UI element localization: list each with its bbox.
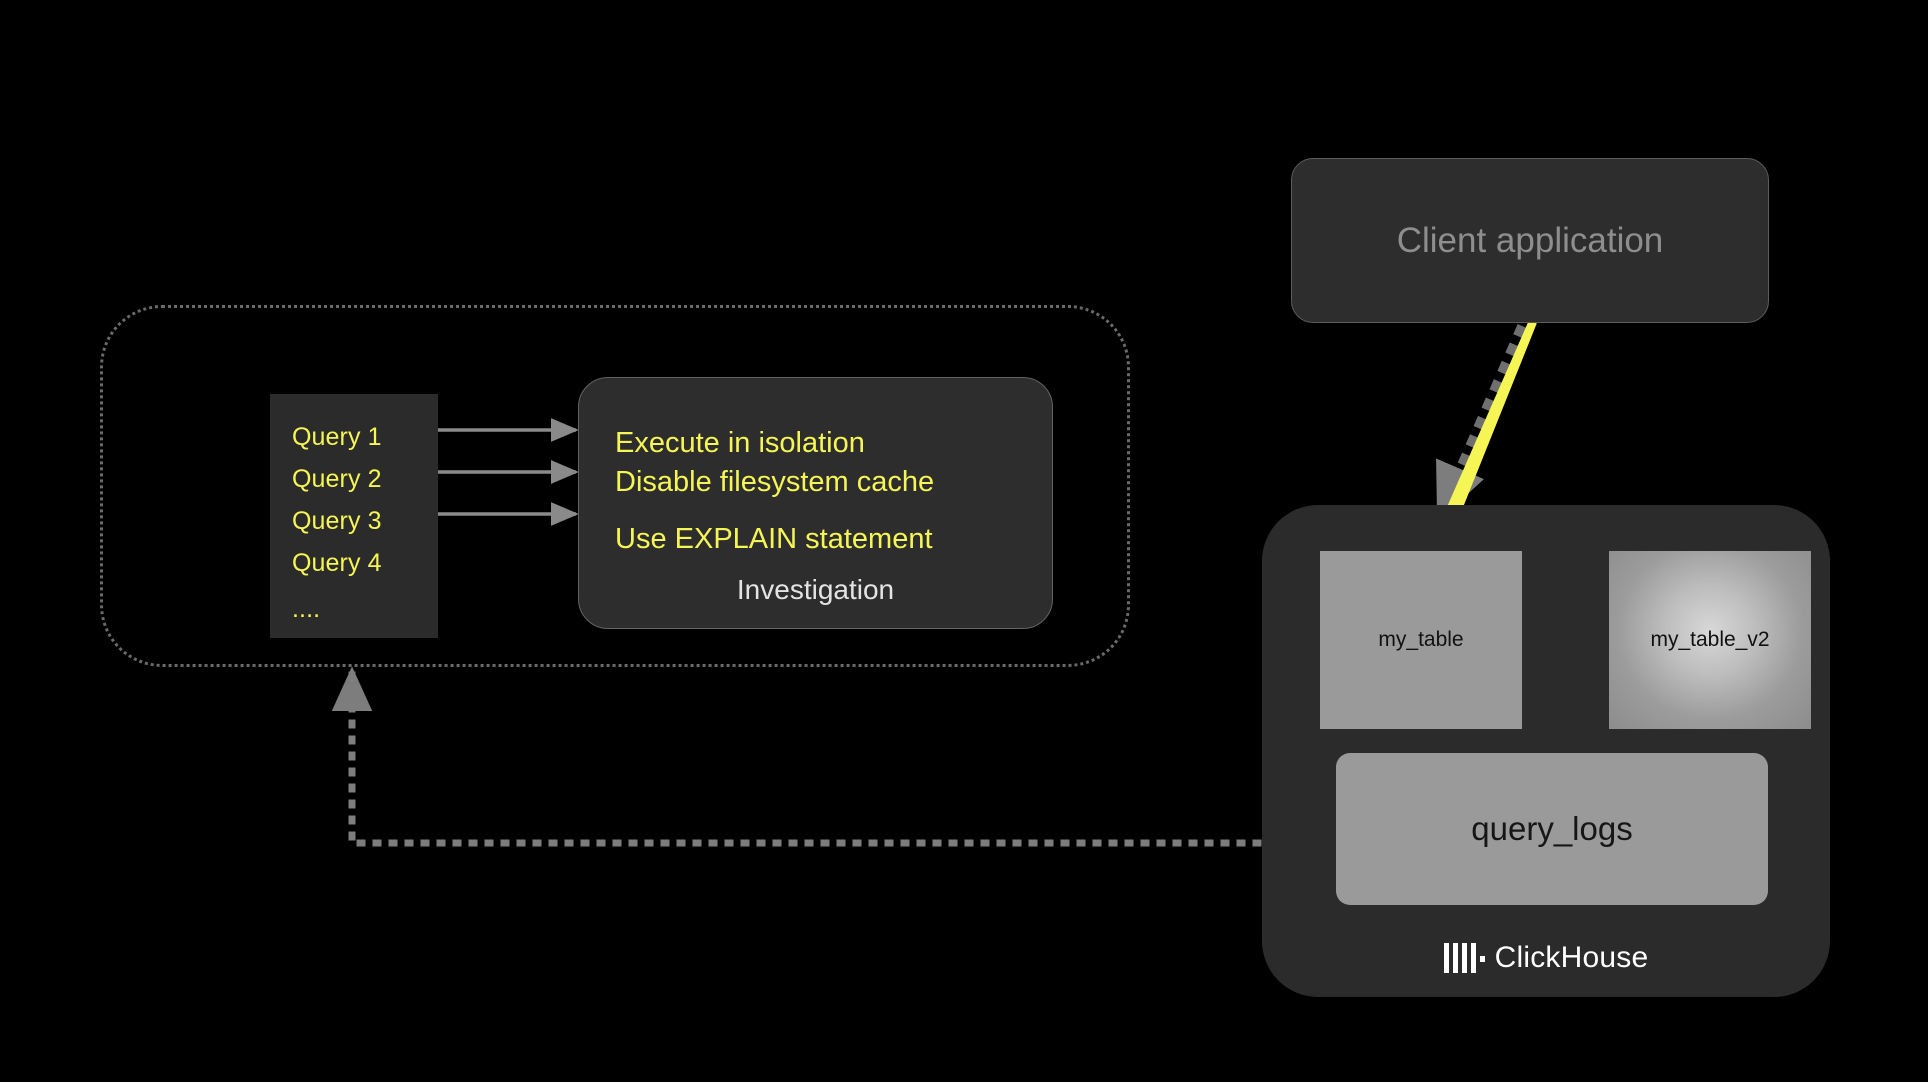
investigation-card: Execute in isolation Disable filesystem … xyxy=(578,377,1053,629)
query-list-item-1[interactable]: Query 1 xyxy=(292,423,382,451)
client-application-box: Client application xyxy=(1291,158,1769,323)
investigation-tip-2: Disable filesystem cache xyxy=(615,466,935,498)
table-my-table-v2[interactable]: my_table_v2 xyxy=(1609,551,1811,729)
table-my-table-v2-label: my_table_v2 xyxy=(1650,628,1770,651)
query-list-item-2[interactable]: Query 2 xyxy=(292,465,382,493)
query-logs-label: query_logs xyxy=(1471,810,1633,847)
query-list[interactable]: Query 1 Query 2 Query 3 Query 4 .... xyxy=(270,394,438,638)
query-logs-box[interactable]: query_logs xyxy=(1336,753,1768,905)
client-to-my-table-v2-shaft xyxy=(1439,319,1537,528)
clickhouse-panel: my_table my_table_v2 query_logs ClickHou… xyxy=(1262,505,1830,997)
connector-client-to-my-table xyxy=(1434,324,1526,522)
table-my-table-label: my_table xyxy=(1378,628,1464,651)
query-list-item-4[interactable]: Query 4 xyxy=(292,549,382,577)
clickhouse-brand-label: ClickHouse xyxy=(1494,941,1649,974)
clickhouse-logo: ClickHouse xyxy=(1262,941,1830,975)
investigation-tips: Execute in isolation Disable filesystem … xyxy=(615,424,1035,559)
investigation-tip-3: Use EXPLAIN statement xyxy=(615,523,933,555)
investigation-region xyxy=(100,305,1130,667)
query-list-item-ellipsis: .... xyxy=(292,595,321,623)
query-list-item-3[interactable]: Query 3 xyxy=(292,507,382,535)
connector-client-to-my-table-v2 xyxy=(1447,322,1532,525)
table-my-table[interactable]: my_table xyxy=(1320,551,1522,729)
yellow-arrow-line xyxy=(1444,320,1537,536)
client-application-label: Client application xyxy=(1396,220,1664,260)
investigation-tip-1: Execute in isolation xyxy=(615,427,865,459)
investigation-card-title: Investigation xyxy=(736,574,895,605)
connector-yellow-arrow xyxy=(1447,322,1533,536)
connector-query-logs-feedback xyxy=(331,666,1342,847)
clickhouse-logo-icon xyxy=(1443,943,1485,973)
